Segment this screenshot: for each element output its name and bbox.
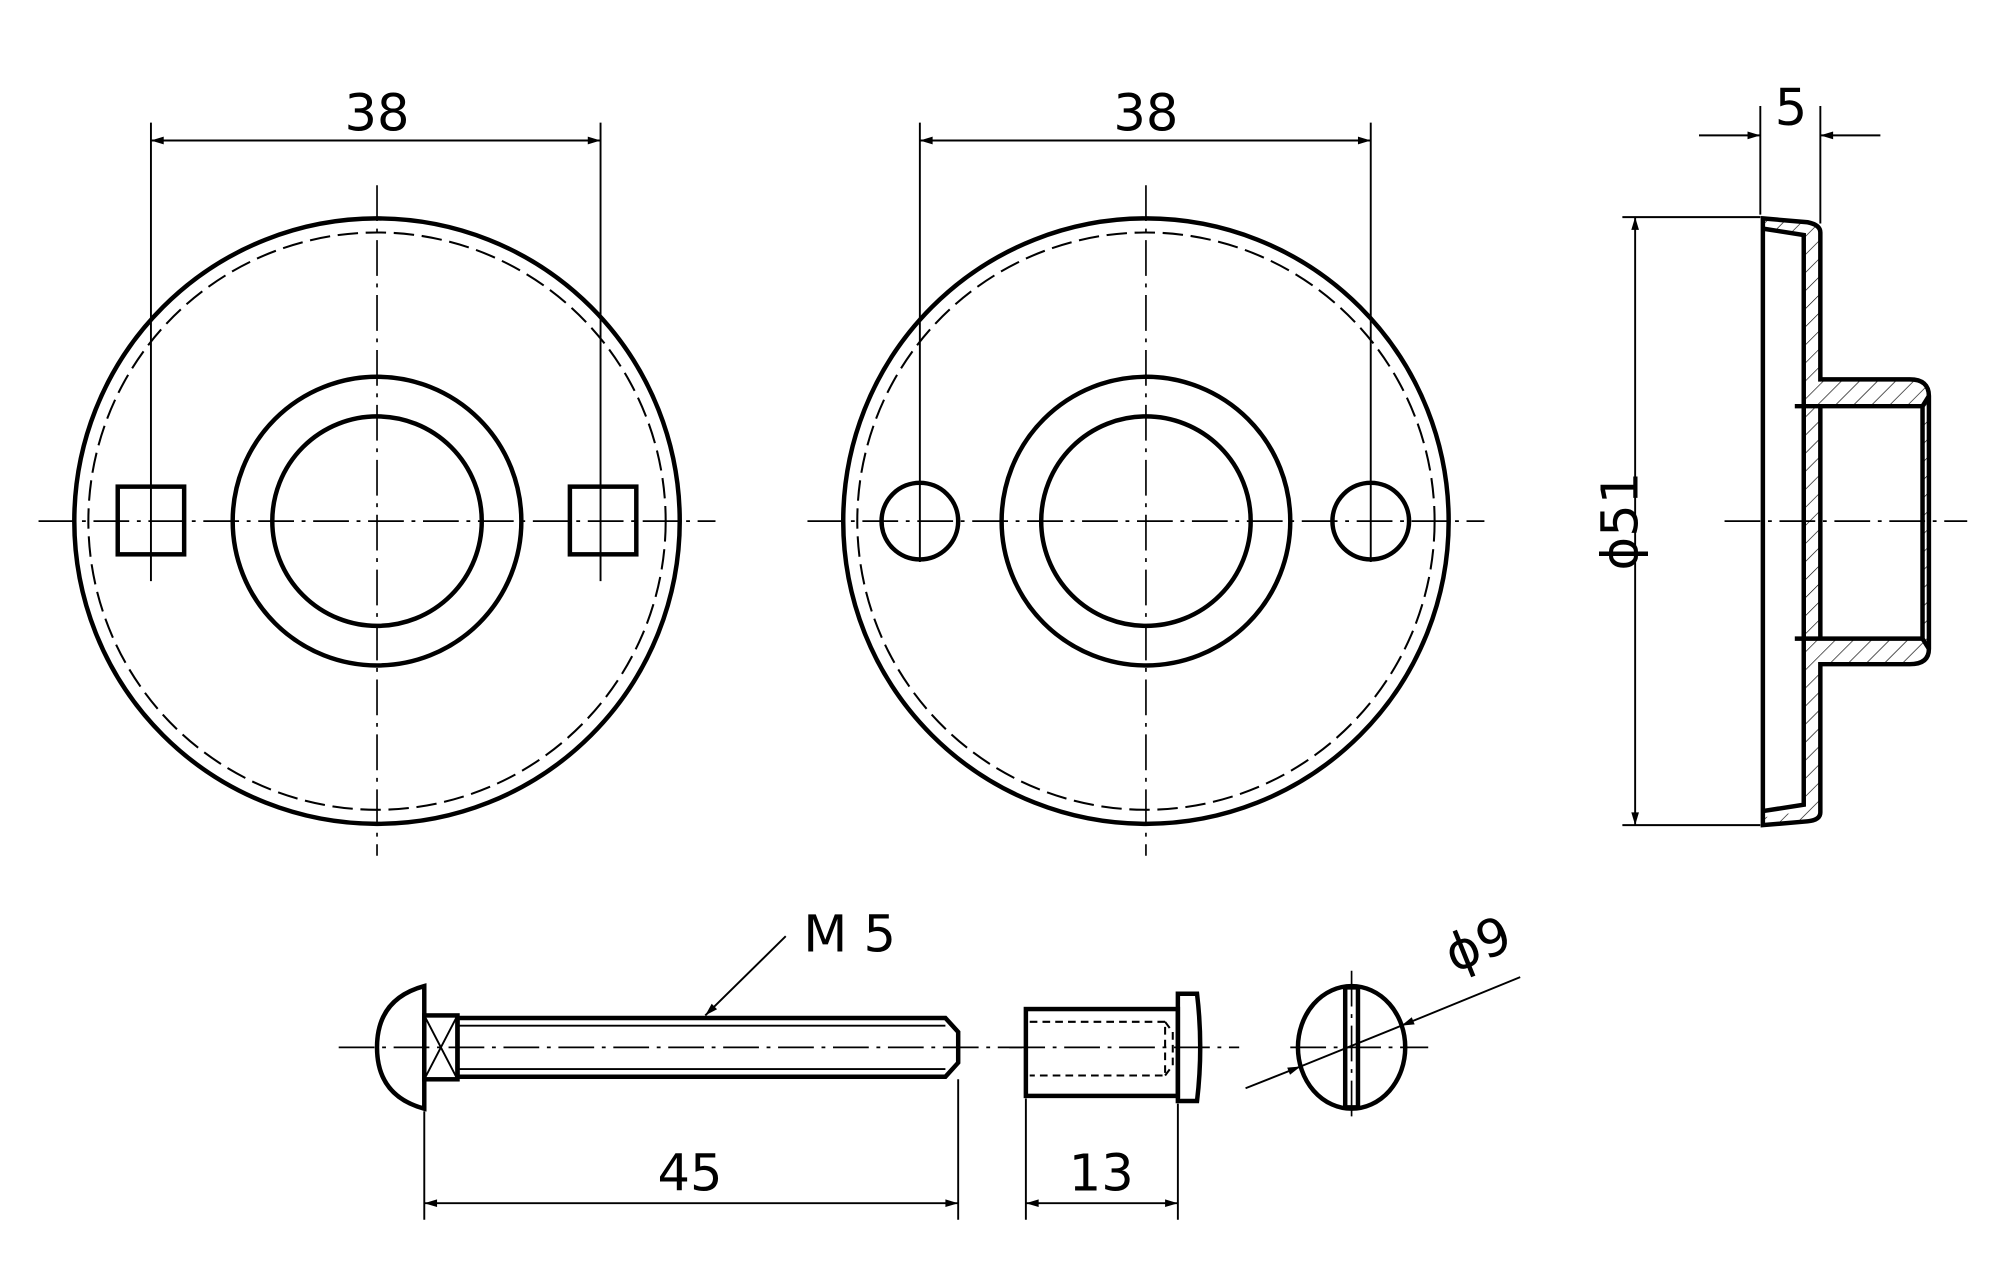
thread-label-m5: M 5 (803, 906, 896, 965)
rosette-round-holes-front-view: 38 (807, 84, 1485, 856)
dimension-38-right: 38 (1113, 84, 1178, 143)
rosette-square-holes-front-view: 38 (38, 84, 716, 856)
square-hole-right (567, 484, 639, 557)
dimension-13: 13 (1069, 1144, 1134, 1203)
bolt: M 5 45 (338, 906, 1023, 1220)
dimension-diameter-9: ϕ9 (1436, 905, 1519, 985)
dimension-38-left: 38 (345, 84, 410, 143)
rosette-side-section-view: ϕ51 5 (1592, 79, 1968, 828)
sleeve-nut: 13 (1009, 991, 1240, 1220)
dimension-45: 45 (657, 1144, 722, 1203)
bolt-head-end-view: ϕ9 (1245, 905, 1521, 1125)
dimension-5: 5 (1775, 79, 1808, 138)
dimension-diameter-51: ϕ51 (1592, 472, 1651, 571)
